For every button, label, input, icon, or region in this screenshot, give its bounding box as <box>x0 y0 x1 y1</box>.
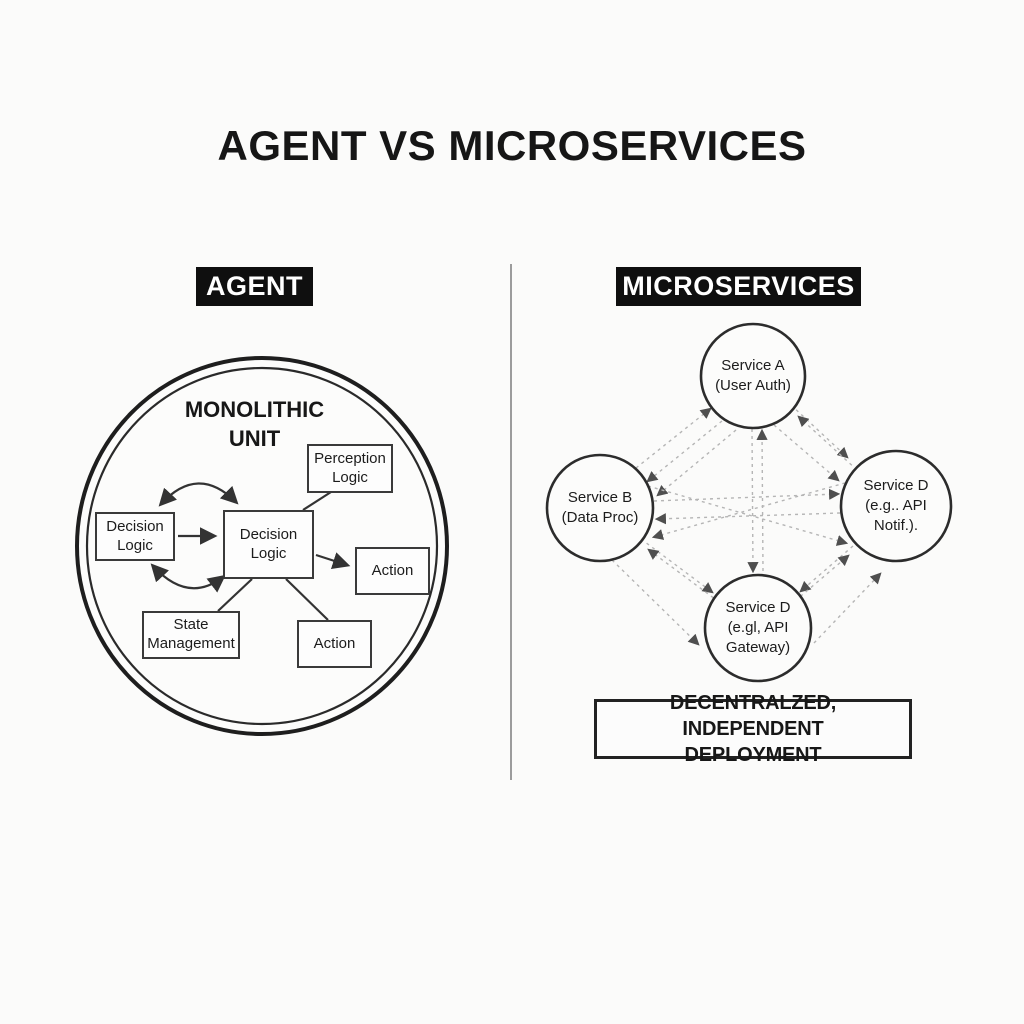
line-decision-to-state <box>217 578 253 612</box>
line-decision-to-action-bottom <box>285 578 329 621</box>
node-box-perception-logic: Perception Logic <box>307 444 393 493</box>
service-d-gateway-label: Service D (e.gl, API Gateway) <box>725 598 791 657</box>
line-perception-to-decision <box>302 491 332 511</box>
service-circles <box>545 322 953 683</box>
service-mesh-arrows <box>611 404 882 646</box>
node-box-action-bottom: Action <box>297 620 372 668</box>
bidirectional-arc-bottom <box>150 563 226 593</box>
service-d-notif-label: Service D (e.g.. API Notif.). <box>863 476 929 535</box>
page-title: AGENT VS MICROSERVICES <box>217 122 807 169</box>
node-box-decision-logic-left: Decision Logic <box>95 512 175 561</box>
service-d-gateway-circle <box>703 573 813 683</box>
arrow-decision-to-action <box>315 552 351 570</box>
inner-ring <box>85 366 439 726</box>
deployment-caption-box: DECENTRALZED, INDEPENDENT DEPLOYMENT <box>594 692 912 766</box>
service-b-circle <box>545 453 655 563</box>
service-d-notif-circle <box>839 449 953 563</box>
panel-divider <box>510 264 512 780</box>
service-a-label: Service A (User Auth) <box>715 356 791 394</box>
agent-flow-arrows <box>150 482 351 621</box>
bidirectional-arc-top <box>158 482 239 507</box>
node-box-state-management: State Management <box>142 611 240 659</box>
microservices-header-badge: MICROSERVICES <box>616 267 861 306</box>
service-a-circle <box>699 322 807 430</box>
agent-header-badge: AGENT <box>196 267 313 306</box>
node-box-action-right: Action <box>355 547 430 595</box>
service-b-label: Service B (Data Proc) <box>561 488 639 526</box>
node-box-decision-logic-center: Decision Logic <box>223 510 314 579</box>
monolithic-unit-label: MONOLITHIC UNIT <box>184 397 325 451</box>
